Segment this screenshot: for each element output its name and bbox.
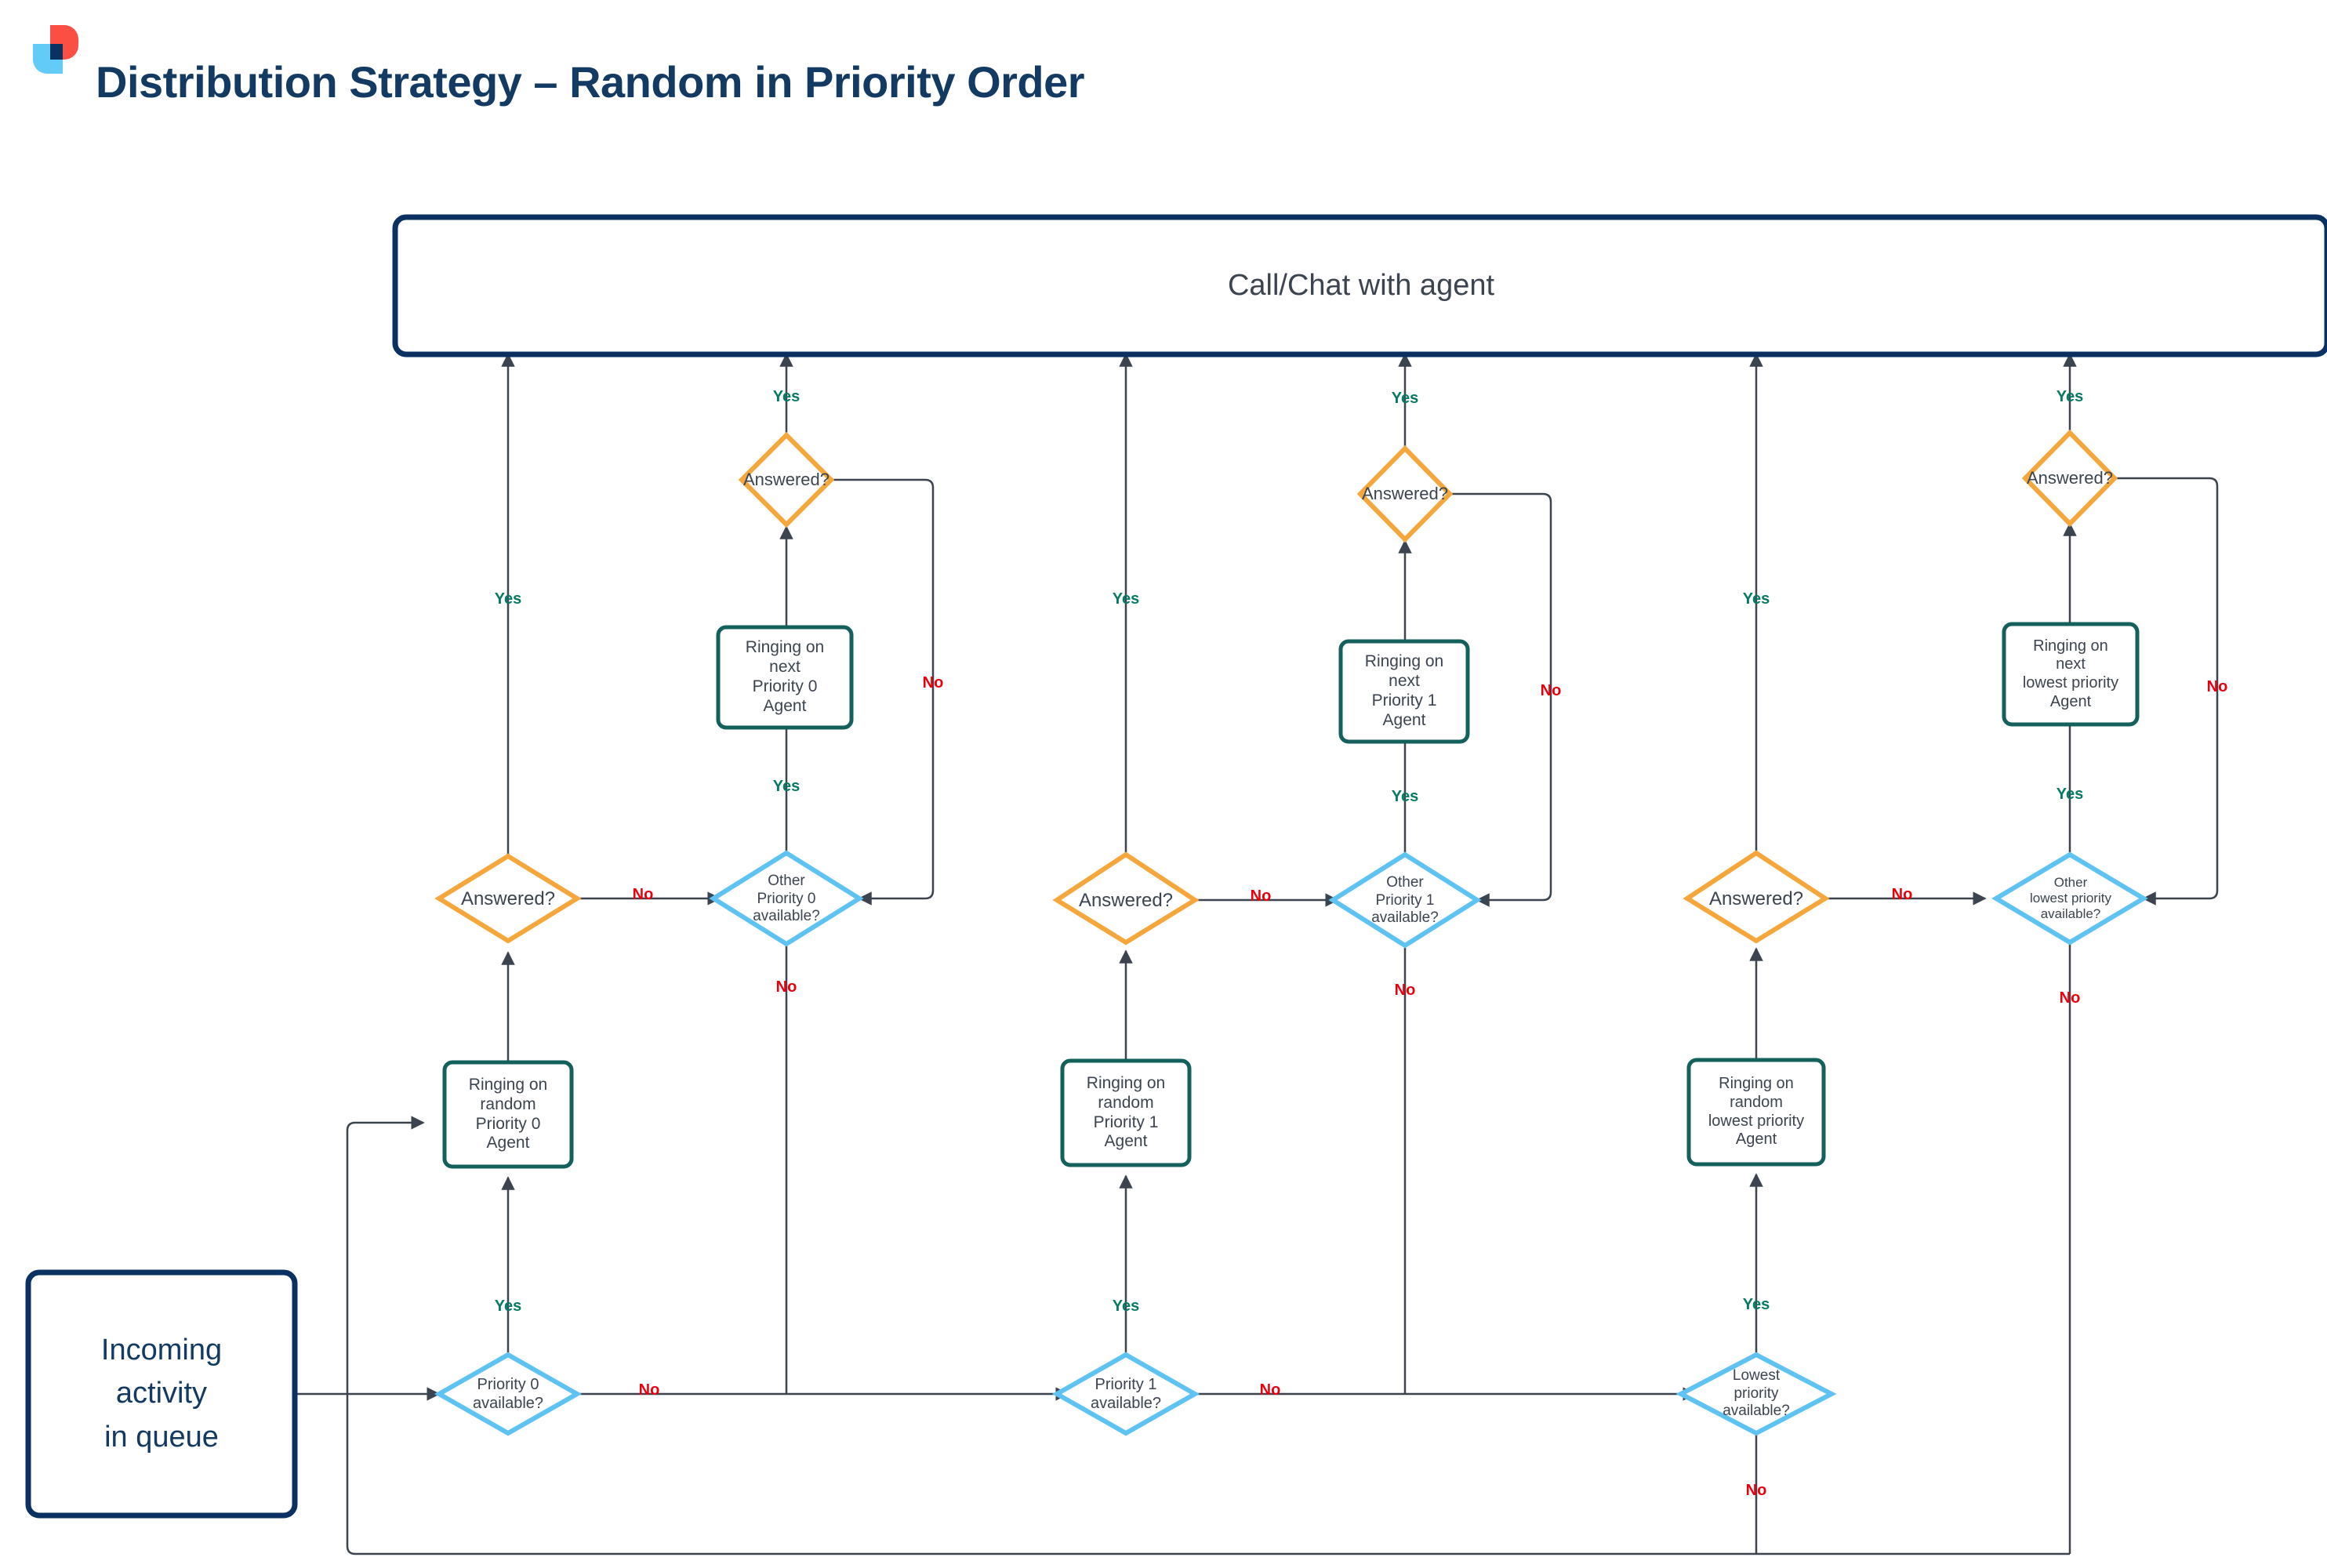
edge-label-p1-avail-yes: Yes [1112,1298,1140,1315]
node-call-chat-with-agent[interactable] [392,214,2327,358]
edge-label-p0-other-no: No [775,978,797,996]
edge-label-p1-next-answered-no: No [1540,682,1562,699]
edge-label-p1-next-answered-yes: Yes [1391,390,1419,407]
edge-label-p0-next-answered-no: No [922,674,944,691]
node-answered-next-priority-0[interactable] [738,431,835,528]
node-ringing-random-lowest-priority[interactable] [1686,1058,1826,1167]
node-priority-1-available[interactable] [1051,1352,1200,1436]
edge-label-p1-answered-yes: Yes [1112,590,1140,608]
edge-bottom-feedback-loop [346,1116,2070,1555]
node-other-priority-1-available[interactable] [1328,851,1482,949]
edge-label-lp-next-answered-no: No [2206,678,2228,695]
edge-label-p0-answered-yes: Yes [494,590,522,608]
node-priority-0-available[interactable] [434,1352,583,1436]
node-answered-priority-1[interactable] [1052,851,1200,946]
edge-label-p0-answered-no: No [632,886,654,903]
edge-label-p0-avail-yes: Yes [494,1298,522,1315]
node-ringing-random-priority-1[interactable] [1060,1058,1192,1167]
edge-label-p0-avail-no: No [638,1381,660,1399]
node-answered-priority-0[interactable] [434,853,582,944]
page-title: Distribution Strategy – Random in Priori… [96,57,1085,107]
edge-p0nextanswered-no [831,478,935,906]
node-answered-next-priority-1[interactable] [1356,445,1454,543]
edge-label-lp-avail-yes: Yes [1742,1296,1770,1313]
logo-navy-shape [50,44,63,60]
edge-label-p1-other-no: No [1394,982,1416,999]
edge-layer [296,353,2219,1555]
edge-label-lp-avail-no: No [1745,1482,1767,1499]
node-other-lowest-priority-available[interactable] [1991,851,2148,946]
edge-label-p1-answered-no: No [1250,887,1272,905]
node-incoming-activity[interactable] [25,1269,298,1519]
edge-label-p0-other-yes: Yes [772,778,800,795]
edge-label-p0-next-answered-yes: Yes [772,388,800,405]
node-answered-next-lowest-priority[interactable] [2021,429,2118,528]
edge-label-p1-avail-no: No [1259,1381,1281,1399]
edge-label-lp-answered-no: No [1891,886,1913,903]
node-other-priority-0-available[interactable] [709,850,864,947]
node-lowest-priority-available[interactable] [1675,1352,1837,1436]
node-ringing-random-priority-0[interactable] [442,1060,574,1169]
edge-label-lp-next-answered-yes: Yes [2056,388,2084,405]
edge-p1nextanswered-no [1450,492,1552,907]
edge-label-lp-answered-yes: Yes [1742,590,1770,608]
edge-lpnextanswered-no [2115,477,2219,906]
brand-logo [33,25,78,74]
node-answered-lowest-priority[interactable] [1683,850,1830,944]
edge-label-lp-other-yes: Yes [2056,786,2084,803]
node-ringing-next-priority-1[interactable] [1338,639,1470,744]
edge-label-p1-other-yes: Yes [1391,788,1419,805]
edge-label-lp-other-no: No [2059,989,2081,1007]
node-ringing-next-lowest-priority[interactable] [2002,622,2140,727]
node-ringing-next-priority-0[interactable] [716,625,854,730]
